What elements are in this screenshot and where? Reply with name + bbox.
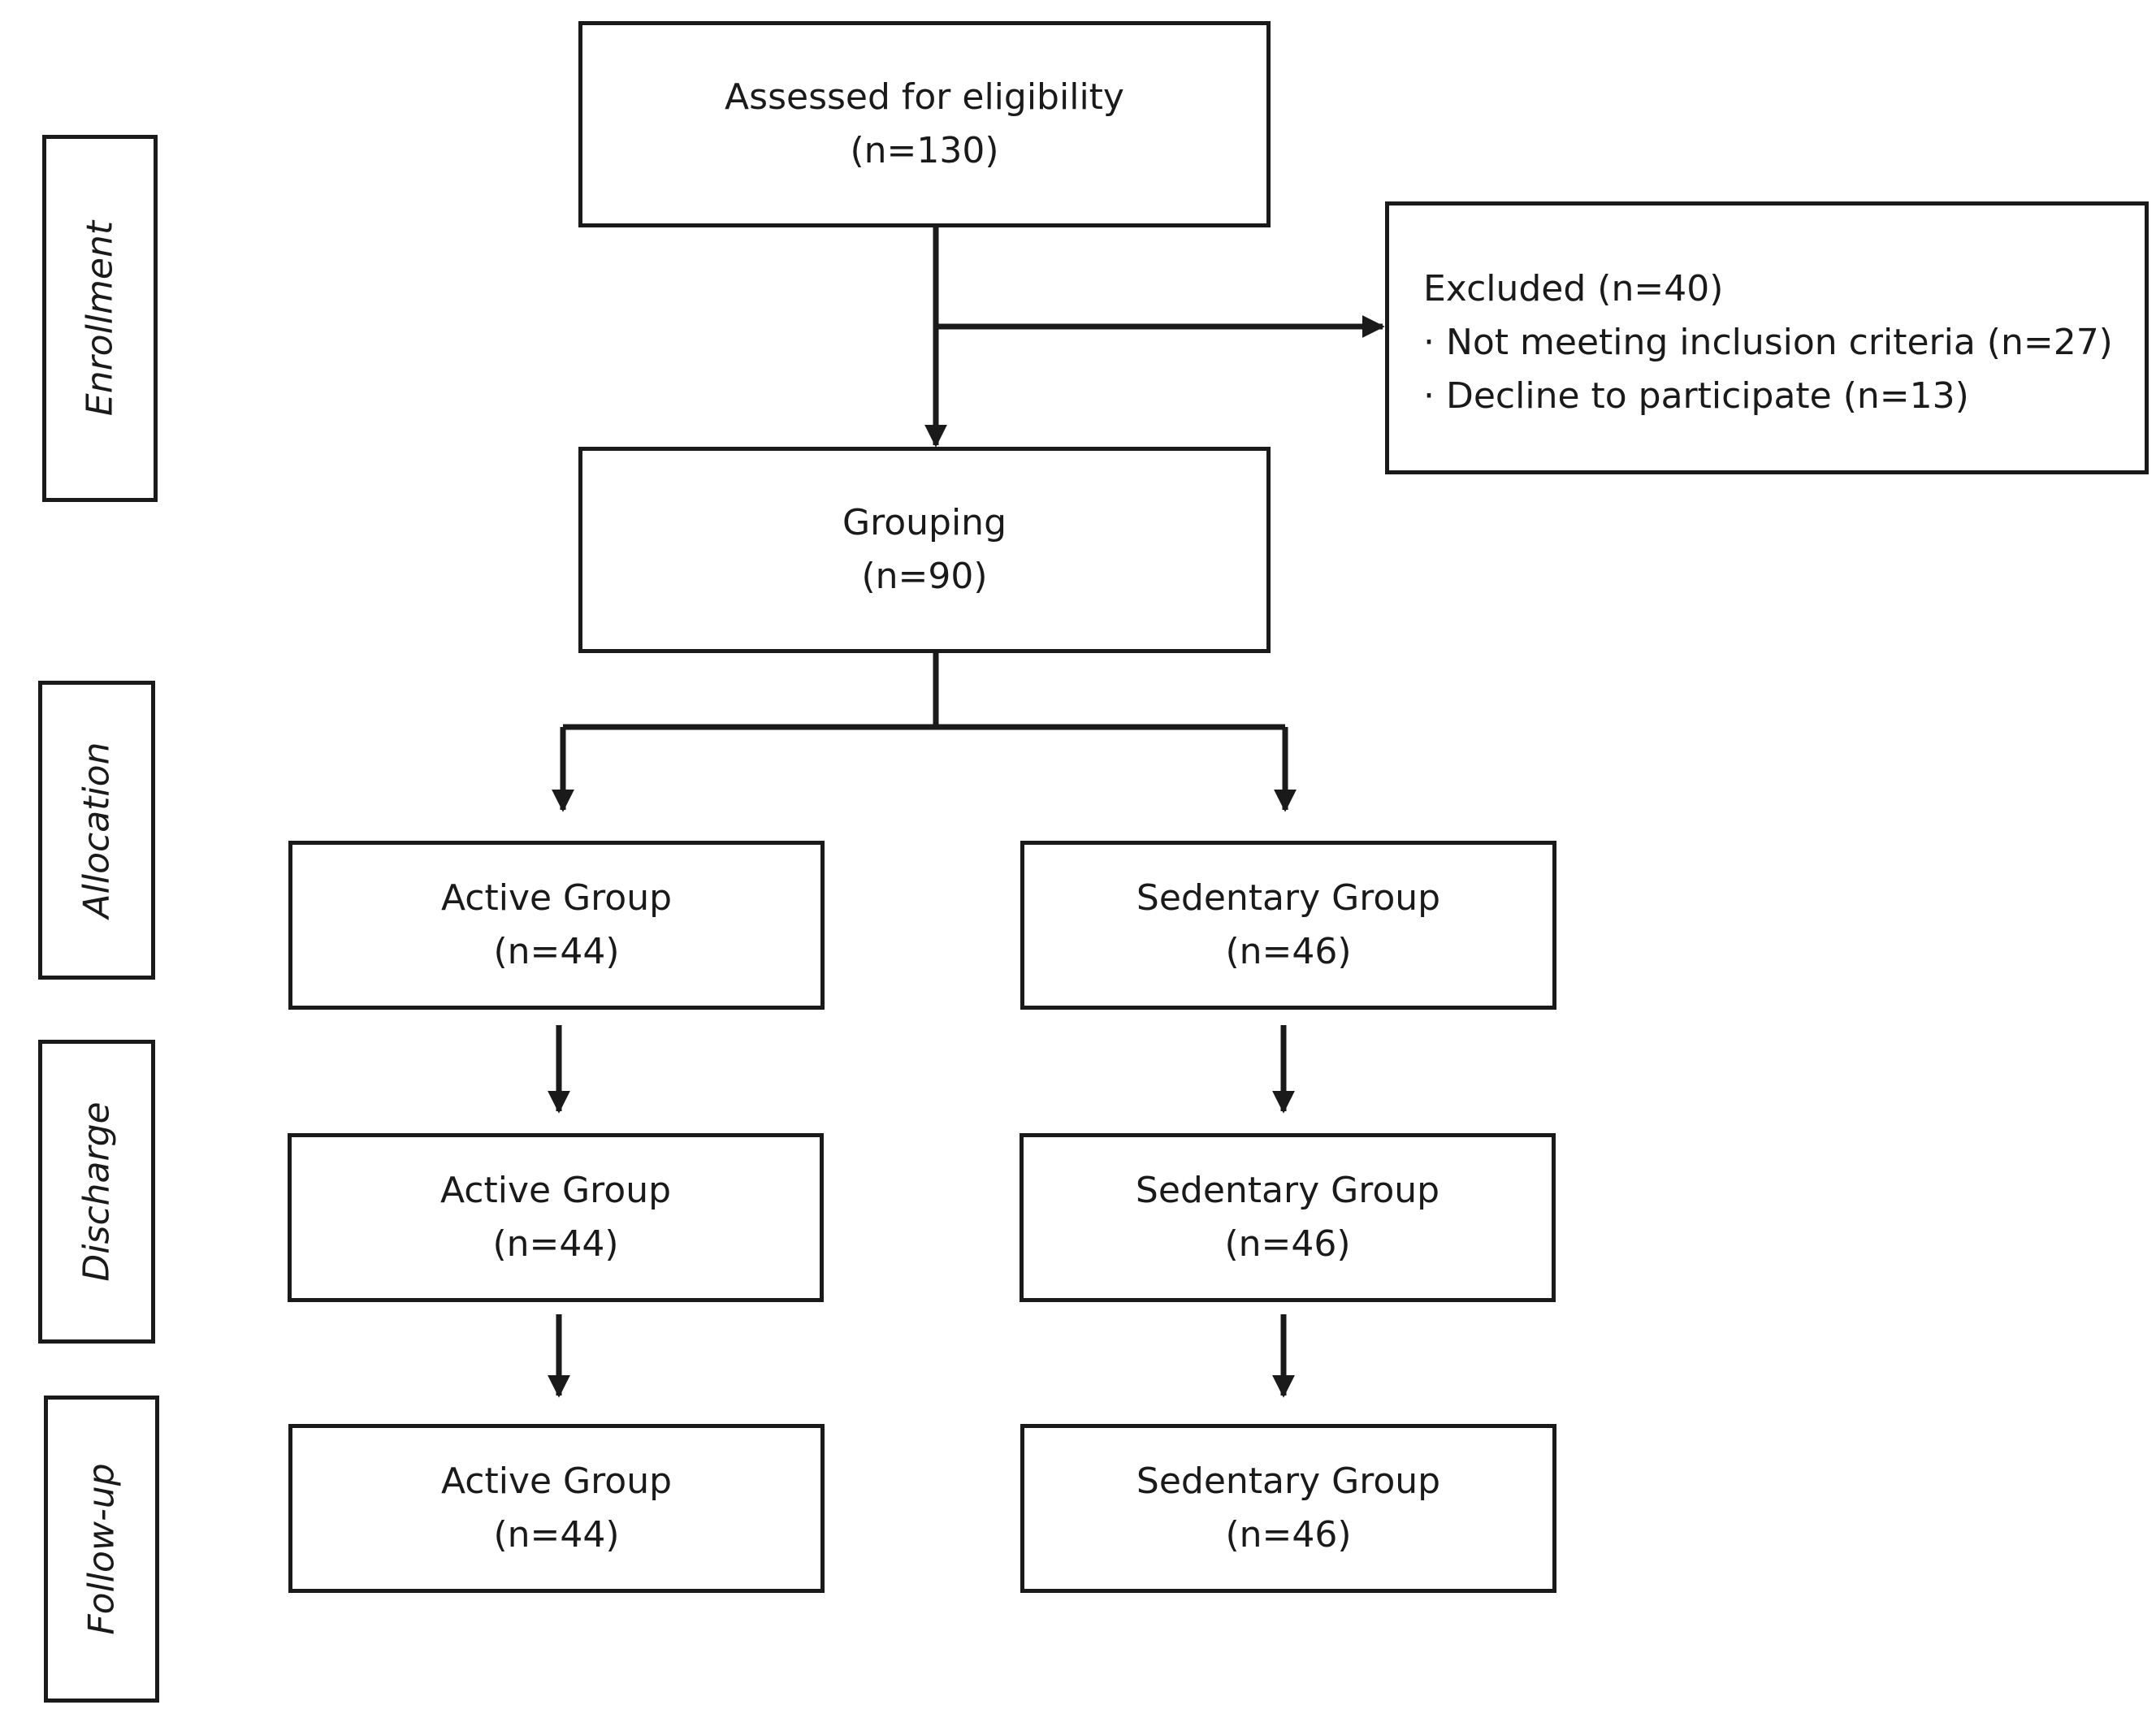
followup-active-count: (n=44) (493, 1514, 620, 1556)
phase-discharge: Discharge (38, 1040, 155, 1344)
phase-followup: Follow-up (44, 1396, 159, 1703)
followup-active-box: Active Group (n=44) (288, 1424, 825, 1593)
assessed-label: Assessed for eligibility (725, 76, 1124, 118)
discharge-active-box: Active Group (n=44) (288, 1133, 824, 1302)
grouping-label: Grouping (842, 502, 1007, 543)
allocation-active-label: Active Group (440, 877, 673, 919)
phase-enrollment: Enrollment (42, 135, 158, 502)
allocation-active-box: Active Group (n=44) (288, 841, 825, 1010)
allocation-sedentary-box: Sedentary Group (n=46) (1020, 841, 1556, 1010)
allocation-sedentary-count: (n=46) (1225, 931, 1352, 972)
phase-discharge-label: Discharge (76, 1101, 118, 1282)
assessed-box: Assessed for eligibility (n=130) (578, 21, 1271, 227)
discharge-sedentary-label: Sedentary Group (1135, 1170, 1440, 1211)
phase-followup-label: Follow-up (80, 1463, 123, 1635)
grouping-count: (n=90) (861, 556, 988, 597)
excluded-box: Excluded (n=40) · Not meeting inclusion … (1385, 201, 2149, 474)
phase-allocation-label: Allocation (76, 742, 118, 919)
excluded-reason-2: · Decline to participate (n=13) (1423, 375, 1969, 417)
assessed-count: (n=130) (850, 130, 999, 171)
discharge-active-label: Active Group (439, 1170, 672, 1211)
phase-enrollment-label: Enrollment (79, 220, 121, 417)
followup-sedentary-box: Sedentary Group (n=46) (1020, 1424, 1556, 1593)
allocation-active-count: (n=44) (493, 931, 620, 972)
allocation-sedentary-label: Sedentary Group (1136, 877, 1441, 919)
excluded-reason-1: · Not meeting inclusion criteria (n=27) (1423, 322, 2113, 363)
phase-allocation: Allocation (38, 681, 155, 980)
discharge-sedentary-count: (n=46) (1224, 1223, 1351, 1265)
grouping-box: Grouping (n=90) (578, 447, 1271, 653)
discharge-sedentary-box: Sedentary Group (n=46) (1020, 1133, 1556, 1302)
discharge-active-count: (n=44) (492, 1223, 619, 1265)
followup-sedentary-label: Sedentary Group (1136, 1461, 1441, 1502)
excluded-title: Excluded (n=40) (1423, 268, 1724, 309)
followup-active-label: Active Group (440, 1461, 673, 1502)
followup-sedentary-count: (n=46) (1225, 1514, 1352, 1556)
